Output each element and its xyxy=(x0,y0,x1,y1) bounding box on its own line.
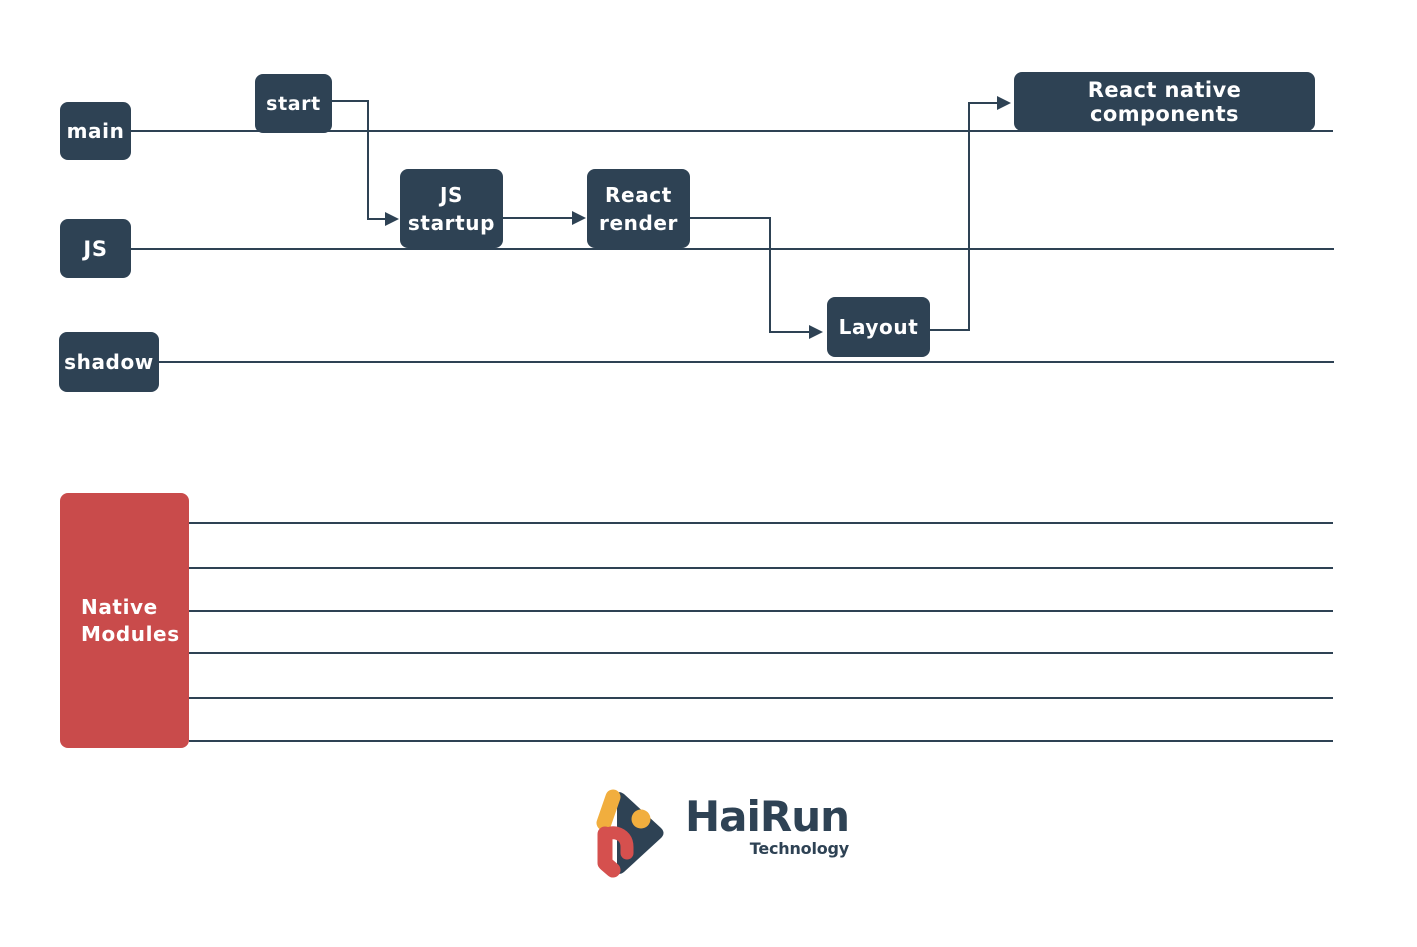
node-js-startup: JS startup xyxy=(400,169,503,248)
node-react-native-components-text: React native components xyxy=(1087,77,1242,126)
logo-text-block: HaiRun Technology xyxy=(685,785,850,859)
lane-label-js: JS xyxy=(60,219,131,278)
connector-react-render-to-layout xyxy=(690,217,809,333)
node-react-render-line2: render xyxy=(598,210,678,235)
lane-label-shadow: shadow xyxy=(59,332,159,392)
arrowhead-react-render xyxy=(572,211,586,225)
logo-brand-text: HaiRun xyxy=(685,792,850,841)
node-js-startup-line1: JS xyxy=(439,182,464,207)
node-start-text: start xyxy=(266,92,321,115)
node-layout: Layout xyxy=(827,297,930,357)
lane-label-js-text: JS xyxy=(83,236,108,261)
logo-yellow-bar xyxy=(596,789,621,831)
hairun-logo-mark-icon xyxy=(596,789,664,878)
lane-label-shadow-text: shadow xyxy=(64,350,154,374)
connector-layout-to-components xyxy=(930,102,997,331)
logo-red-arch xyxy=(598,826,634,860)
lane-lines xyxy=(131,130,1334,363)
node-js-startup-line2: startup xyxy=(407,210,496,235)
connector-start-to-js-startup xyxy=(331,100,385,220)
node-react-render-line1: React xyxy=(605,182,672,207)
node-layout-text: Layout xyxy=(838,315,919,339)
node-react-native-components: React native components xyxy=(1014,72,1315,131)
native-modules-line2: Modules xyxy=(81,621,180,646)
node-start: start xyxy=(255,74,332,133)
logo-red-tip xyxy=(598,856,621,878)
arrowhead-layout xyxy=(809,325,823,339)
native-module-lines xyxy=(189,522,1333,742)
lane-label-main: main xyxy=(60,102,131,160)
lane-label-main-text: main xyxy=(66,119,125,143)
flow-connectors xyxy=(331,100,997,333)
native-modules-line1: Native xyxy=(81,594,158,619)
logo-subtitle-text: Technology xyxy=(749,839,850,858)
arrowhead-js-startup xyxy=(385,212,399,226)
hairun-logo: HaiRun Technology xyxy=(595,785,850,880)
logo-yellow-dot xyxy=(631,809,651,829)
arrowhead-components xyxy=(997,96,1011,110)
native-modules-box: Native Modules xyxy=(60,493,189,748)
node-react-render: React render xyxy=(587,169,690,248)
arrowheads xyxy=(385,96,1011,339)
